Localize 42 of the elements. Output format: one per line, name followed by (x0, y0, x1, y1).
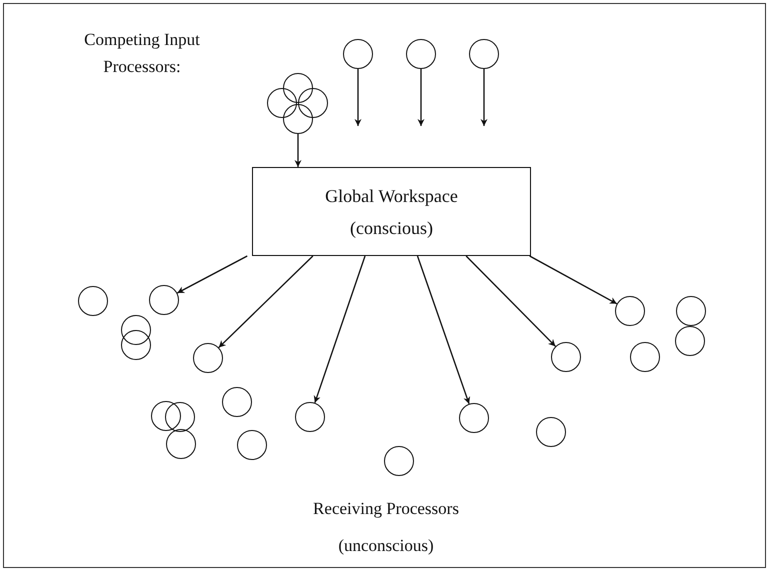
processor-circle (193, 343, 223, 373)
arrow (466, 256, 556, 347)
arrow (314, 256, 366, 404)
processor-circle (384, 446, 414, 476)
processor-circle (343, 39, 373, 69)
processor-circle (78, 286, 108, 316)
arrow (354, 69, 362, 126)
processor-circle (676, 296, 706, 326)
processor-circle (459, 403, 489, 433)
caption-text: Competing Input Processors: (83, 29, 201, 78)
caption-text: (unconscious) (338, 535, 434, 557)
processor-circle (295, 402, 325, 432)
processor-circle (630, 342, 660, 372)
arrow (176, 255, 248, 294)
arrow (529, 255, 618, 304)
processor-circle (675, 326, 705, 356)
arrow (294, 134, 302, 167)
arrow (480, 69, 488, 126)
arrow (416, 256, 470, 404)
workspace-box (252, 167, 531, 256)
box-text: (conscious) (350, 216, 433, 238)
box-text: Global Workspace (325, 184, 458, 206)
processor-circle (149, 285, 179, 315)
processor-circle (615, 296, 645, 326)
processor-circle (151, 401, 181, 431)
processor-circle (283, 73, 313, 103)
processor-circle (267, 88, 297, 118)
processor-circle (166, 429, 196, 459)
processor-circle (283, 104, 313, 134)
processor-circle (406, 39, 436, 69)
processor-circle (237, 430, 267, 460)
processor-circle (536, 417, 566, 447)
processor-circle (165, 402, 195, 432)
arrow (218, 256, 314, 348)
arrow (418, 69, 424, 126)
processor-circle (469, 39, 499, 69)
processor-circle (551, 342, 581, 372)
processor-circle (121, 315, 151, 345)
processor-circle (222, 387, 252, 417)
processor-circle (298, 88, 328, 118)
caption-text: Receiving Processors (313, 498, 459, 520)
processor-circle (121, 330, 151, 360)
